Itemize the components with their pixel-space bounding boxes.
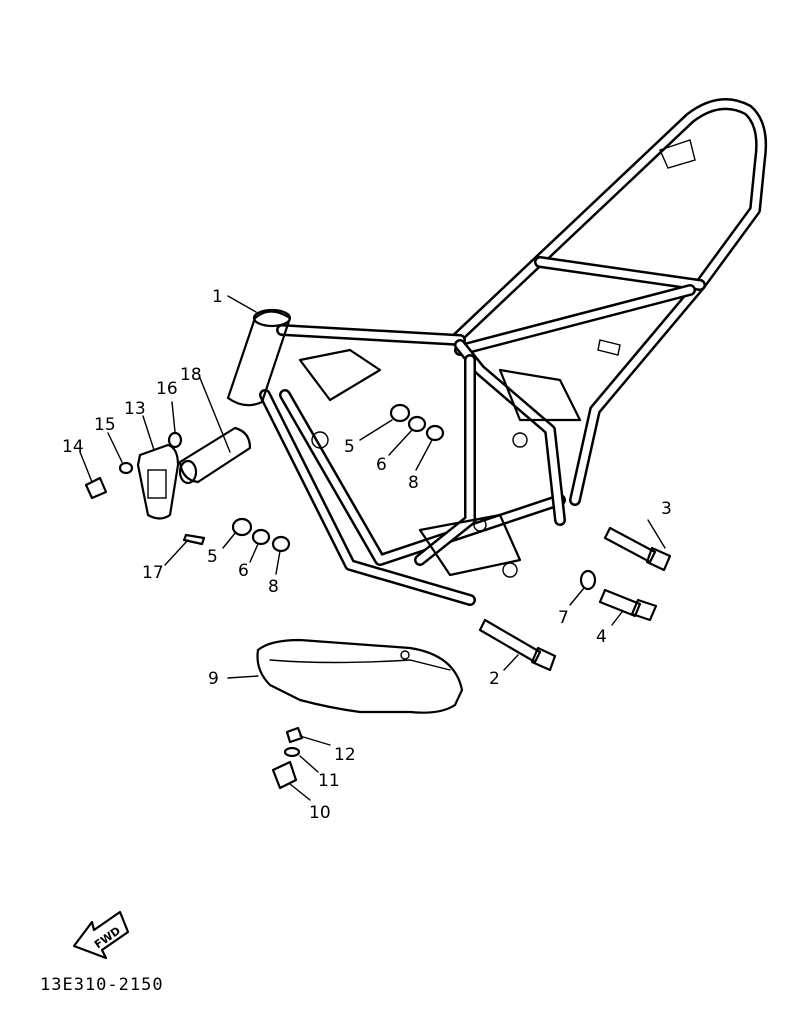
- spacer-set-upper: [389, 403, 445, 442]
- callout-18: 18: [180, 365, 202, 385]
- bolt-4: [598, 588, 658, 622]
- nut-16: [167, 431, 183, 449]
- callout-1: 1: [212, 287, 223, 307]
- callout-4: 4: [596, 627, 607, 647]
- callout-8-upper: 8: [408, 473, 419, 493]
- callout-labels: 1 2 3 4 5 6 8 5 6 8 7 9 10 11 12 13 14 1…: [62, 287, 672, 823]
- callout-14: 14: [62, 437, 84, 457]
- bolt-14: [84, 476, 108, 500]
- callout-5-upper: 5: [344, 437, 355, 457]
- callout-3: 3: [661, 499, 672, 519]
- washer-15: [118, 461, 134, 475]
- callout-6-lower: 6: [238, 561, 249, 581]
- callout-8-lower: 8: [268, 577, 279, 597]
- spacer-set-lower: [231, 517, 291, 553]
- pin-17: [182, 533, 206, 546]
- callout-10: 10: [309, 803, 331, 823]
- callout-12: 12: [334, 745, 356, 765]
- callout-13: 13: [124, 399, 146, 419]
- fastener-set-10-12: [271, 726, 304, 790]
- bolt-2: [478, 618, 557, 672]
- callout-7: 7: [558, 608, 569, 628]
- callout-15: 15: [94, 415, 116, 435]
- collar-7: [579, 569, 597, 591]
- skid-plate-9: [256, 638, 464, 714]
- callout-5-lower: 5: [207, 547, 218, 567]
- reference-code: 13E310-2150: [40, 975, 164, 995]
- cover-13: [136, 443, 180, 520]
- main-frame: [226, 98, 768, 606]
- callout-11: 11: [318, 771, 340, 791]
- callout-9: 9: [208, 669, 219, 689]
- fwd-arrow-icon: FWD: [72, 910, 130, 960]
- tube-18: [178, 426, 252, 485]
- callout-2: 2: [489, 669, 500, 689]
- callout-17: 17: [142, 563, 164, 583]
- callout-6-upper: 6: [376, 455, 387, 475]
- bolt-3: [603, 526, 672, 572]
- leader-lines: [79, 295, 666, 801]
- callout-16: 16: [156, 379, 178, 399]
